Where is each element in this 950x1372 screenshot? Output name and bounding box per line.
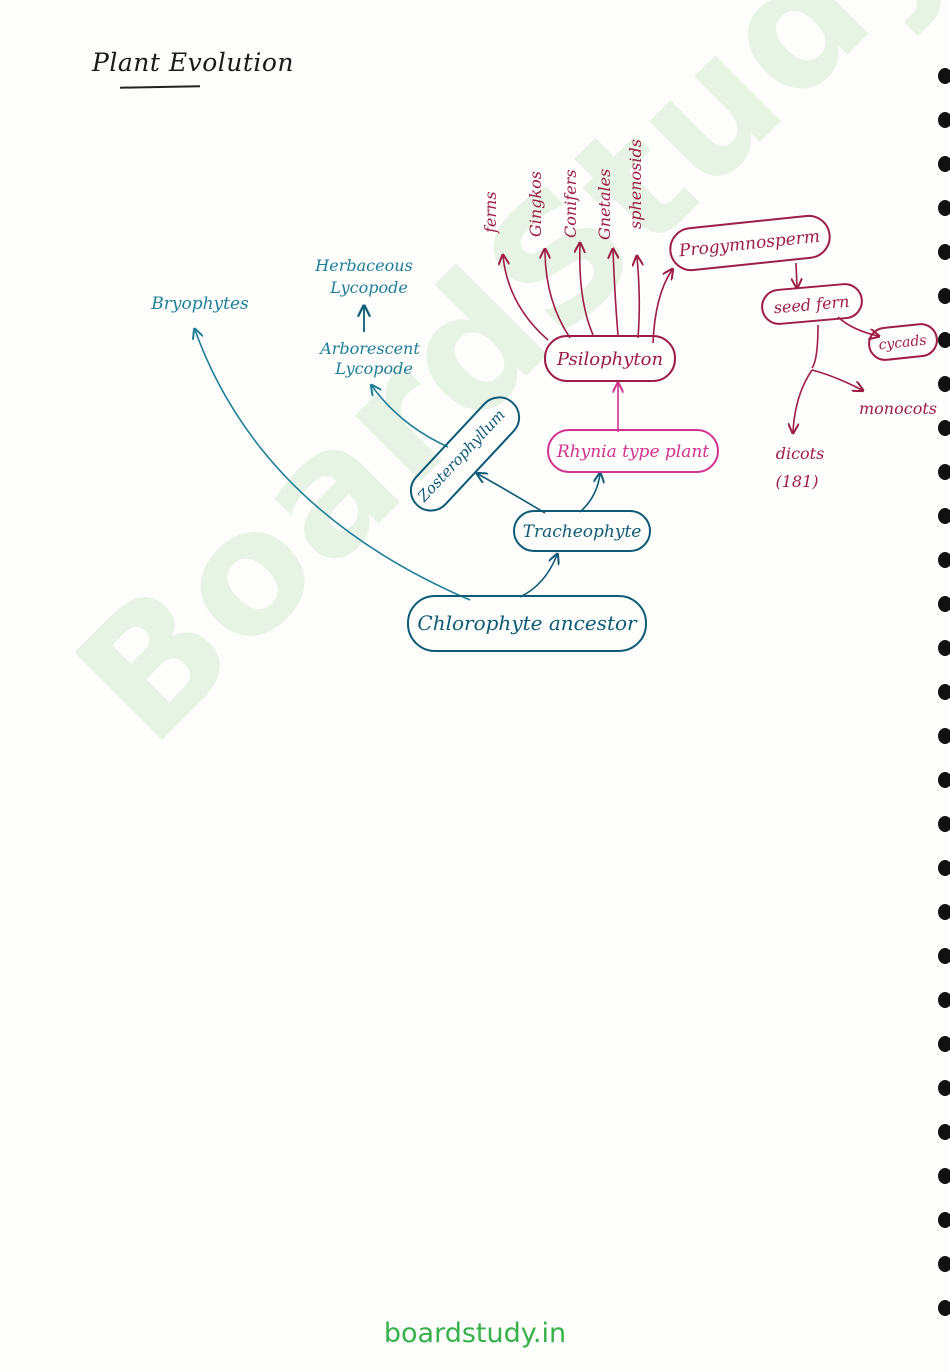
binding-hole xyxy=(938,640,950,656)
dicots-note: (181) xyxy=(775,472,818,491)
binding-hole xyxy=(938,112,950,128)
binding-hole xyxy=(938,1300,950,1316)
edge-tracheophyte-rhynia xyxy=(579,474,600,513)
binding-hole xyxy=(938,1212,950,1228)
dicots-label: dicots xyxy=(776,444,825,463)
psilophyton-bubble xyxy=(544,335,676,382)
binding-hole xyxy=(938,816,950,832)
edge-psilophyton-ferns xyxy=(503,256,549,341)
edge-psilophyton-ginkgo xyxy=(545,250,571,339)
zosterophyllum-bubble xyxy=(409,396,521,512)
binding-hole xyxy=(938,200,950,216)
edge-branch-monocots xyxy=(811,369,862,390)
binding-hole xyxy=(938,508,950,524)
footer-url: boardstudy.in xyxy=(383,1318,567,1349)
edge-progymnosperm-seedfern xyxy=(796,262,797,287)
edge-psilophyton-gnetales xyxy=(613,250,618,336)
chlorophyte-label: Chlorophyte ancestor xyxy=(417,611,638,635)
edge-chlorophyte-tracheophyte xyxy=(519,555,557,598)
binding-hole xyxy=(938,332,950,348)
edge-psilophyton-conifers xyxy=(580,244,594,336)
tracheophyte-bubble xyxy=(513,510,651,552)
edge-seedfern-branch xyxy=(811,324,819,369)
rhynia-bubble xyxy=(547,429,719,473)
progymnosperm-label: Progymnosperm xyxy=(677,227,821,262)
binding-hole xyxy=(938,1256,950,1272)
binding-hole xyxy=(938,68,950,84)
binding-hole xyxy=(938,288,950,304)
monocots-label: monocots xyxy=(859,399,937,418)
binding-hole xyxy=(938,1036,950,1052)
gnetales-label: Gnetales xyxy=(595,169,614,240)
ginkgo-label: Gingkos xyxy=(526,171,545,237)
edge-zosterophyllum-arborescent xyxy=(372,386,449,448)
herbaceous-label-1: Herbaceous xyxy=(314,256,412,275)
cycads-label: cycads xyxy=(878,333,928,354)
binding-hole xyxy=(938,420,950,436)
ferns-label: ferns xyxy=(481,191,500,234)
edge-tracheophyte-zosterophyllum xyxy=(478,474,546,514)
seedfern-bubble xyxy=(761,283,863,325)
binding-hole xyxy=(938,156,950,172)
page-title: Plant Evolution xyxy=(92,48,295,77)
binding-hole xyxy=(938,1124,950,1140)
arborescent-label-2: Lycopode xyxy=(334,359,413,378)
binding-hole xyxy=(938,464,950,480)
sphenopsids-label: sphenosids xyxy=(626,139,645,229)
psilophyton-label: Psilophyton xyxy=(556,349,663,370)
edge-chlorophyte-bryophytes xyxy=(195,330,471,601)
binding-hole xyxy=(938,772,950,788)
edge-branch-dicots xyxy=(793,369,813,432)
binding-hole xyxy=(938,684,950,700)
bryophytes-label: Bryophytes xyxy=(150,294,249,314)
seedfern-label: seed fern xyxy=(773,292,850,318)
progymnosperm-bubble xyxy=(669,214,831,272)
cycads-bubble xyxy=(868,323,938,361)
rhynia-label: Rhynia type plant xyxy=(556,442,709,462)
herbaceous-label-2: Lycopode xyxy=(329,278,408,297)
binding-hole xyxy=(938,948,950,964)
edge-psilophyton-progymnosperm xyxy=(652,270,672,344)
binding-hole xyxy=(938,552,950,568)
binding-hole xyxy=(938,596,950,612)
zosterophyllum-label: Zosterophyllum xyxy=(413,406,508,506)
binding-hole xyxy=(938,728,950,744)
binding-hole xyxy=(938,1080,950,1096)
binding-hole xyxy=(938,992,950,1008)
binding-hole xyxy=(938,860,950,876)
edge-psilophyton-sphenopsids xyxy=(637,257,639,339)
binding-hole xyxy=(938,376,950,392)
arborescent-label-1: Arborescent xyxy=(318,339,420,358)
binding-hole xyxy=(938,244,950,260)
conifers-label: Conifers xyxy=(561,169,580,238)
chlorophyte-bubble xyxy=(407,595,647,652)
binding-hole xyxy=(938,1168,950,1184)
binding-hole xyxy=(938,904,950,920)
tracheophyte-label: Tracheophyte xyxy=(523,522,642,542)
